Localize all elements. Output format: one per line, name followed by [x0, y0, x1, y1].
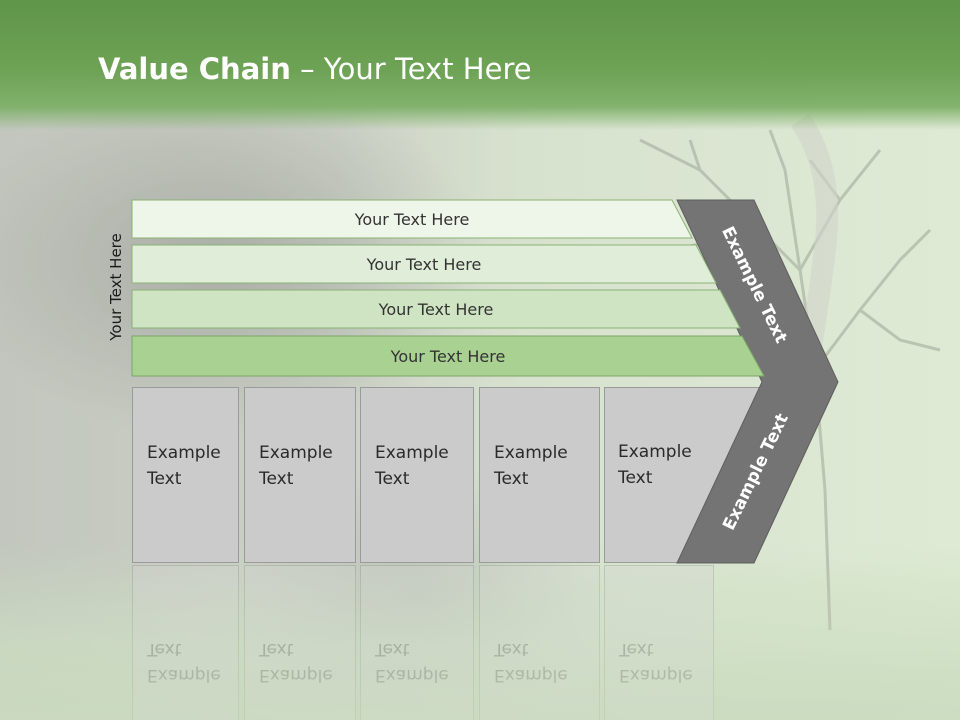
- box-line-2: Text: [375, 469, 410, 489]
- band-label: Your Text Here: [366, 254, 482, 274]
- value-band-1[interactable]: Your Text Here: [131, 199, 693, 239]
- value-band-2[interactable]: Your Text Here: [131, 244, 717, 284]
- title-bold: Value Chain: [98, 52, 291, 86]
- box-line-1: Example: [375, 443, 449, 463]
- slide-title: Value Chain – Your Text Here: [98, 52, 532, 86]
- value-band-4[interactable]: Your Text Here: [131, 335, 765, 377]
- example-box-5[interactable]: Example Text: [604, 387, 764, 563]
- title-rest: – Your Text Here: [290, 52, 532, 86]
- band-label: Your Text Here: [378, 299, 494, 319]
- box-line-1: Example: [259, 443, 333, 463]
- example-box-1[interactable]: Example Text: [132, 387, 239, 563]
- box-line-2: Text: [618, 468, 653, 488]
- example-box-3[interactable]: Example Text: [360, 387, 474, 563]
- value-band-3[interactable]: Your Text Here: [131, 289, 741, 329]
- side-label: Your Text Here: [107, 233, 125, 341]
- box-line-2: Text: [494, 469, 529, 489]
- box-line-1: Example: [147, 443, 221, 463]
- example-box-2[interactable]: Example Text: [244, 387, 356, 563]
- example-box-4[interactable]: Example Text: [479, 387, 600, 563]
- title-band: [0, 0, 960, 130]
- box-line-1: Example: [618, 442, 692, 462]
- band-label: Your Text Here: [354, 209, 470, 229]
- box-line-2: Text: [147, 469, 182, 489]
- band-label: Your Text Here: [390, 346, 506, 366]
- box-line-1: Example: [494, 443, 568, 463]
- box-line-2: Text: [259, 469, 294, 489]
